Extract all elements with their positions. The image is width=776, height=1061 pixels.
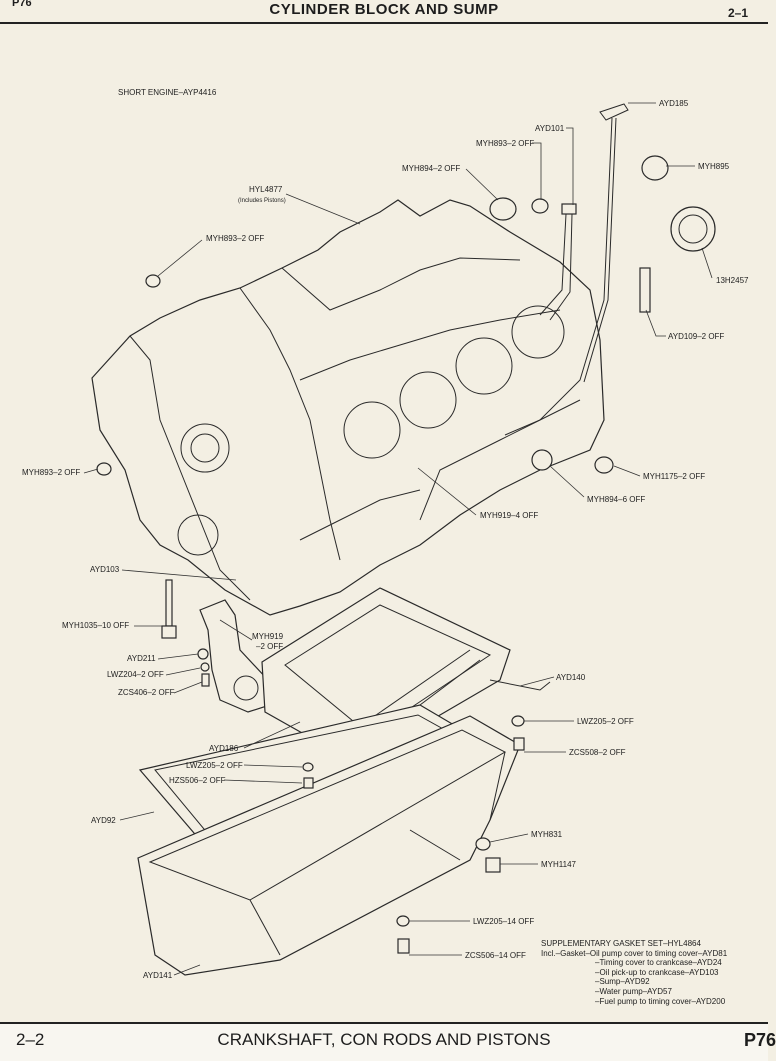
washer-lwz205-fourteen: [396, 915, 410, 927]
label-lwz204: LWZ204–2 OFF: [107, 670, 164, 679]
label-zcs506: ZCS506–14 OFF: [465, 951, 526, 960]
screw-zcs508: [513, 737, 525, 751]
label-myh894-six: MYH894–6 OFF: [587, 495, 645, 504]
label-ayd101: AYD101: [535, 124, 565, 133]
label-hyl4877: HYL4877: [249, 185, 283, 194]
label-lwz205-fourteen: LWZ205–14 OFF: [473, 917, 534, 926]
section-number-bottom: 2–2: [16, 1030, 45, 1049]
dipstick-tube: [539, 203, 577, 321]
label-myh1035: MYH1035–10 OFF: [62, 621, 129, 630]
washer-myh831: [475, 837, 491, 851]
gasket-note-line: Incl.–Gasket–Oil pump cover to timing co…: [541, 948, 728, 958]
label-ayd211: AYD211: [127, 654, 156, 663]
page-ref-top: P76: [12, 0, 32, 9]
oil-seal-13h2457: [670, 206, 716, 252]
drain-plug-myh1147: [485, 857, 501, 873]
plug-myh893-left: [145, 274, 161, 288]
label-ayd140: AYD140: [556, 673, 586, 682]
dowel-ayd109: [639, 267, 651, 313]
label-ayd109: AYD109–2 OFF: [668, 332, 724, 341]
screw-zcs406: [201, 673, 210, 687]
label-myh893-left: MYH893–2 OFF: [206, 234, 264, 243]
gasket-note-line: –Water pump–AYD57: [595, 986, 672, 996]
page-ref-bottom: P76: [744, 1030, 776, 1050]
label-ayd92: AYD92: [91, 816, 116, 825]
label-myh894-top: MYH894–2 OFF: [402, 164, 460, 173]
gasket-note-line: –Timing cover to crankcase–AYD24: [595, 958, 722, 968]
label-myh1147: MYH1147: [541, 860, 577, 869]
label-lwz205-right: LWZ205–2 OFF: [577, 717, 634, 726]
core-plug-myh894: [489, 197, 517, 221]
label-hyl4877-note: (Includes Pistons): [238, 198, 286, 204]
page-title: CYLINDER BLOCK AND SUMP: [269, 1, 499, 18]
label-myh893-top: MYH893–2 OFF: [476, 139, 534, 148]
label-myh1175: MYH1175–2 OFF: [643, 472, 705, 481]
next-page-title: CRANKSHAFT, CON RODS AND PISTONS: [217, 1030, 551, 1049]
page-header: P76 CYLINDER BLOCK AND SUMP 2–1: [0, 0, 768, 26]
supplementary-gasket-note: SUPPLEMENTARY GASKET SET–HYL4864 Incl.–G…: [541, 939, 727, 1006]
label-ayd185: AYD185: [659, 99, 689, 108]
washer-lwz205-right: [511, 715, 525, 727]
dipstick: [504, 103, 629, 436]
sump-ayd141: [137, 715, 521, 976]
label-myh831: MYH831: [531, 830, 563, 839]
washer-lwz205-left: [302, 762, 314, 772]
short-engine-label: SHORT ENGINE–AYP4416: [118, 88, 217, 97]
cylinder-block: [91, 199, 605, 616]
label-13h2457: 13H2457: [716, 276, 749, 285]
label-ayd103: AYD103: [90, 565, 120, 574]
label-myh919-two: MYH919: [252, 632, 284, 641]
footer-divider: [0, 1022, 768, 1024]
label-ayd141: AYD141: [143, 971, 173, 980]
header-divider: [0, 22, 768, 24]
bolt-myh1035: [161, 579, 177, 639]
screw-zcs506: [397, 938, 410, 954]
label-myh895: MYH895: [698, 162, 730, 171]
gasket-note-title: SUPPLEMENTARY GASKET SET–HYL4864: [541, 939, 701, 948]
label-myh919-two-qty: –2 OFF: [256, 642, 283, 651]
gasket-note-line: –Oil pick-up to crankcase–AYD103: [595, 967, 719, 977]
next-page-strip: [0, 1024, 768, 1061]
gasket-note-line: –Fuel pump to timing cover–AYD200: [595, 996, 726, 1006]
label-zcs406: ZCS406–2 OFF: [118, 688, 175, 697]
label-hzs506: HZS506–2 OFF: [169, 776, 226, 785]
plug-myh893-side: [96, 462, 112, 476]
label-myh893-side: MYH893–2 OFF: [22, 468, 80, 477]
plug-myh1175: [594, 456, 614, 474]
plug-myh893-top: [531, 198, 549, 214]
section-number-top: 2–1: [728, 6, 749, 20]
leader-lines: [83, 102, 713, 976]
screw-hzs506: [303, 777, 314, 789]
exploded-parts-diagram: SHORT ENGINE–AYP4416: [22, 88, 749, 980]
oil-pickup-ayd186: [199, 599, 271, 713]
gasket-note-line: –Sump–AYD92: [595, 977, 650, 987]
plug-myh895: [641, 155, 669, 181]
label-ayd186: AYD186: [209, 744, 239, 753]
washer-lwz204: [200, 662, 210, 672]
label-myh919-four: MYH919–4 OFF: [480, 511, 538, 520]
plug-myh894-six: [531, 449, 553, 471]
baffle-plate-ayd140: [261, 587, 551, 761]
label-lwz205-left: LWZ205–2 OFF: [186, 761, 243, 770]
label-zcs508: ZCS508–2 OFF: [569, 748, 626, 757]
washer-ayd211: [197, 648, 209, 660]
